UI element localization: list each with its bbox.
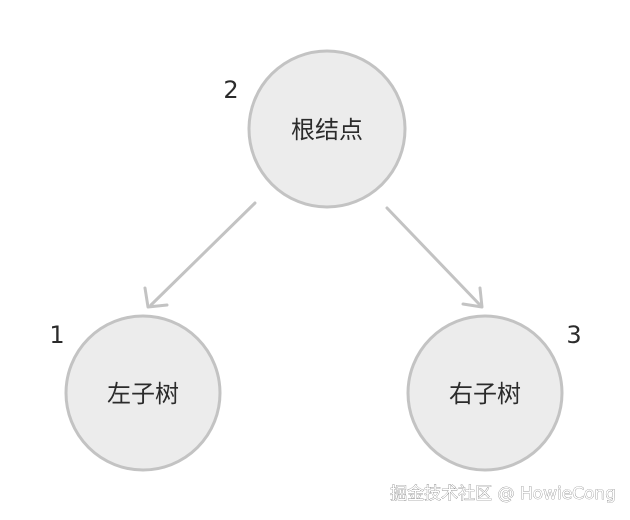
edge-root-left xyxy=(143,201,257,309)
edge-root-right xyxy=(385,206,484,309)
node-right-order: 3 xyxy=(566,321,581,349)
node-root: 根结点 xyxy=(247,49,407,209)
node-left-circle xyxy=(64,314,222,472)
node-right: 右子树 xyxy=(406,314,564,472)
node-left-label: 左子树 xyxy=(107,380,179,408)
node-root-label: 根结点 xyxy=(291,116,363,144)
node-right-circle xyxy=(406,314,564,472)
node-right-label: 右子树 xyxy=(449,380,521,408)
watermark-text: 掘金技术社区 @ HowieCong xyxy=(390,484,616,504)
node-root-order: 2 xyxy=(223,76,238,104)
node-root-circle xyxy=(247,49,407,209)
node-left: 左子树 xyxy=(64,314,222,472)
node-left-order: 1 xyxy=(49,321,64,349)
